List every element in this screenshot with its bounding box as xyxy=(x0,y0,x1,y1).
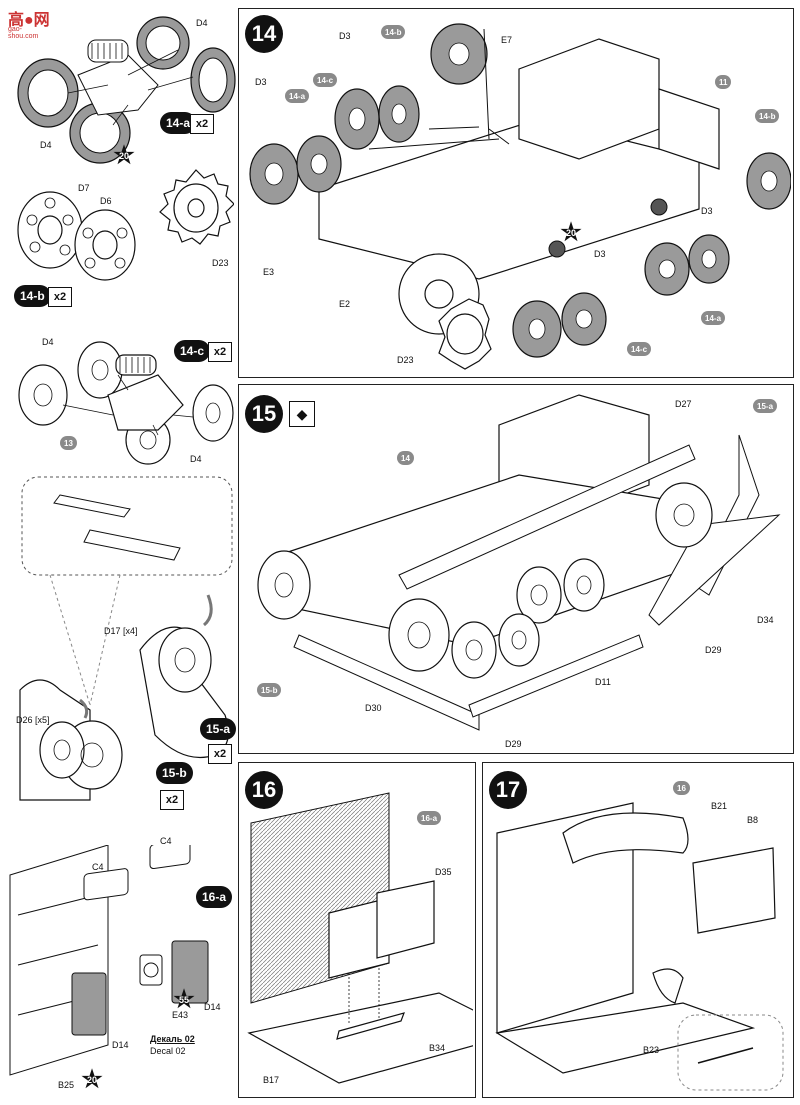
callout-16: 16 xyxy=(673,781,690,795)
callout-14a-left: 14-a xyxy=(285,89,310,103)
label-d6: D6 xyxy=(100,196,112,206)
flip-model-icon: ◆ xyxy=(289,401,315,427)
panel-step-14: 14 xyxy=(238,8,794,378)
step-17-cabin-drawing xyxy=(495,802,784,1091)
subassembly-14a-illustration xyxy=(17,16,236,164)
subassembly-14b-illustration xyxy=(17,191,136,281)
label-d23-left: D23 xyxy=(212,258,229,268)
label-c4-right: C4 xyxy=(160,836,172,846)
badge-15a: 15-a xyxy=(200,718,237,740)
sprocket-d23-left xyxy=(159,169,234,245)
watermark-url: gao-shou.com xyxy=(8,26,39,40)
callout-13: 13 xyxy=(60,436,77,450)
label-b25: B25 xyxy=(58,1080,75,1090)
callout-16a: 16-a xyxy=(417,811,442,825)
mult-15b: x2 xyxy=(160,790,184,810)
badge-15b: 15-b xyxy=(156,762,193,784)
step-number-16: 16 xyxy=(245,771,283,809)
panel-step-15: 15 ◆ D27 D34 D29 D11 D30 D29 xyxy=(238,384,794,754)
badge-14c: 14-c xyxy=(174,340,211,362)
step-number-15: 15 xyxy=(245,395,283,433)
label-d35: D35 xyxy=(435,867,452,877)
callout-14b-top: 14-b xyxy=(381,25,406,39)
label-d26: D26 [x5] xyxy=(16,715,50,725)
label-e3: E3 xyxy=(263,267,275,277)
panel-step-17: 17 B21 B8 B23 16 xyxy=(482,762,794,1098)
mult-14a: x2 xyxy=(190,114,214,134)
label-b34: B34 xyxy=(429,1043,446,1053)
callout-15a: 15-a xyxy=(753,399,778,413)
label-d30: D30 xyxy=(365,703,382,713)
track-sprocket-detail xyxy=(19,476,233,801)
callout-14c-bottom: 14-c xyxy=(627,342,652,356)
paint-ref-20-b: 20 xyxy=(80,1070,104,1090)
step-number-14: 14 xyxy=(245,15,283,53)
label-d23-main: D23 xyxy=(397,355,414,365)
badge-14b: 14-b xyxy=(14,285,51,307)
label-b8: B8 xyxy=(747,815,759,825)
callout-14c-left: 14-c xyxy=(313,73,338,87)
label-d29-bottom: D29 xyxy=(505,739,522,749)
subassembly-16a-illustration xyxy=(9,845,209,1076)
label-d3-right: D3 xyxy=(701,206,713,216)
label-b21: B21 xyxy=(711,801,728,811)
label-e43: E43 xyxy=(172,1010,189,1020)
label-d4-top: D4 xyxy=(196,18,208,28)
label-d4-14c-bottom: D4 xyxy=(190,454,202,464)
label-d34: D34 xyxy=(757,615,774,625)
label-d4-14c-top: D4 xyxy=(42,337,54,347)
label-d3-left: D3 xyxy=(255,77,267,87)
callout-11: 11 xyxy=(715,75,732,89)
label-decal-ru: Декаль 02 xyxy=(150,1034,195,1044)
label-d11: D11 xyxy=(595,677,611,687)
callout-14: 14 xyxy=(397,451,414,465)
label-d4-bottom: D4 xyxy=(40,140,52,150)
watermark-text: 高●网 xyxy=(8,12,50,29)
label-d29-right: D29 xyxy=(705,645,722,655)
callout-14a-right: 14-a xyxy=(701,311,726,325)
label-d7: D7 xyxy=(78,183,90,193)
step-16-cabin-drawing xyxy=(247,792,473,1084)
label-b23: B23 xyxy=(643,1045,660,1055)
mult-15a: x2 xyxy=(208,744,232,764)
label-d3-top: D3 xyxy=(339,31,351,41)
step-14-assembly-drawing xyxy=(249,23,791,370)
label-e2: E2 xyxy=(339,299,351,309)
label-d14-right: D14 xyxy=(204,1002,221,1012)
callout-14b-right: 14-b xyxy=(755,109,780,123)
label-e7: E7 xyxy=(501,35,513,45)
label-d3-lower: D3 xyxy=(594,249,606,259)
label-d27: D27 xyxy=(675,399,692,409)
subassembly-14c-illustration xyxy=(18,341,234,465)
mult-14b: x2 xyxy=(48,287,72,307)
paint-ref-20-c: 20 xyxy=(559,223,583,243)
label-b17: B17 xyxy=(263,1075,280,1085)
step-number-17: 17 xyxy=(489,771,527,809)
watermark-logo: 高●网 gao-shou.com xyxy=(8,6,50,40)
panel-step-16: 16 D35 B34 B17 16-a xyxy=(238,762,476,1098)
label-d17: D17 [x4] xyxy=(104,626,138,636)
paint-ref-55: 55 xyxy=(172,990,196,1010)
callout-15b: 15-b xyxy=(257,683,282,697)
label-d14-left: D14 xyxy=(112,1040,129,1050)
label-decal-en: Decal 02 xyxy=(150,1046,186,1056)
badge-16a: 16-a xyxy=(196,886,233,908)
paint-ref-20-a: 20 xyxy=(112,146,136,166)
step-15-track-drawing xyxy=(257,394,781,731)
mult-14c: x2 xyxy=(208,342,232,362)
badge-14a: 14-a xyxy=(160,112,197,134)
label-c4-left: C4 xyxy=(92,862,104,872)
